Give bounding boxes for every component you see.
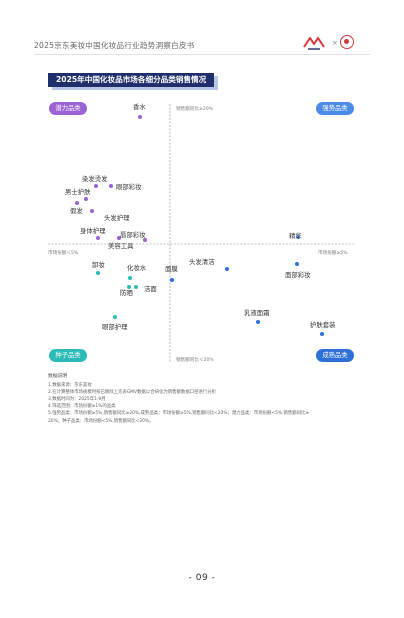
- category-label: 身体护理: [80, 227, 106, 235]
- category-label: 香水: [133, 103, 146, 111]
- category-label: 眼部彩妆: [116, 183, 142, 191]
- category-point: [74, 200, 80, 206]
- category-point: [169, 277, 175, 283]
- quadrant-badge-strong: 强势品类: [316, 102, 354, 115]
- category-point: [95, 235, 101, 241]
- category-label: 美容工具: [108, 242, 134, 250]
- category-point: [127, 275, 133, 281]
- category-point: [133, 284, 139, 290]
- note-line: 4.筛选范围：市场份额≥1%的品类: [48, 404, 116, 410]
- category-label: 男士护肤: [65, 188, 91, 196]
- page-number: - 09 -: [188, 573, 216, 583]
- section-title: 2025年中国化妆品市场各细分品类销售情况: [48, 73, 215, 87]
- quadrant-badge-mature: 成熟品类: [316, 349, 354, 362]
- category-label: 眼部护理: [102, 323, 128, 331]
- category-point: [93, 183, 99, 189]
- category-label: 护肤套装: [310, 321, 336, 329]
- category-label: 防晒: [120, 289, 133, 297]
- quadrant-badge-potential: 潜力品类: [49, 102, 87, 115]
- logo-separator: ×: [332, 39, 338, 47]
- data-notes: 数据说明 1.数据来源：京东美妆 2.在计算整体市场规模时按已剔除上克表GMV数…: [48, 372, 368, 425]
- category-point: [255, 319, 261, 325]
- header-title: 2025京东美妆中国化妆品行业趋势洞察白皮书: [34, 41, 195, 50]
- category-label: 假发: [70, 207, 83, 215]
- category-point: [95, 270, 101, 276]
- category-point: [112, 314, 118, 320]
- category-point: [224, 266, 230, 272]
- category-label: 面部彩妆: [285, 271, 311, 279]
- category-label: 卸妆: [92, 261, 105, 269]
- axis-label-right: 市场份额≥5%: [318, 251, 348, 256]
- note-line: 20%；种子品类：市场份额<5%,销售额同比<20%。: [48, 418, 154, 424]
- jd-beauty-logo: [303, 37, 325, 50]
- note-line: 5.强势品类：市场份额≥5%,销售额同比≥20%,成熟品类：市场份额≥5%,销售…: [48, 411, 310, 417]
- notes-title: 数据说明: [48, 374, 68, 379]
- axis-label-left: 市场份额＜5%: [48, 251, 79, 256]
- category-label: 精华: [289, 232, 302, 240]
- note-line: 2.在计算整体市场规模时按已剔除上克表GMV数据以合研化为销售额数据口径进行分析: [48, 389, 217, 395]
- category-point: [295, 234, 301, 240]
- category-point: [142, 237, 148, 243]
- note-line: 1.数据来源：京东美妆: [48, 382, 92, 388]
- category-label: 洁面: [144, 285, 157, 293]
- category-point: [83, 196, 89, 202]
- category-point: [126, 284, 132, 290]
- quadrant-badge-seed: 种子品类: [49, 349, 87, 362]
- category-label: 化妆水: [127, 264, 147, 272]
- category-label: 面膜: [165, 265, 178, 273]
- axis-label-top: 销售额同比≥20%: [176, 107, 214, 112]
- category-point: [319, 331, 325, 337]
- category-point: [89, 208, 95, 214]
- seal-logo: [340, 35, 354, 49]
- header-logos: ×: [300, 33, 372, 53]
- category-label: 唇部彩妆: [120, 231, 146, 239]
- axis-label-bottom: 销售额同比＜20%: [176, 358, 214, 363]
- category-point: [294, 261, 300, 267]
- category-point: [108, 183, 114, 189]
- note-line: 3.数据时间为：2025年1-9月: [48, 396, 106, 402]
- category-point: [137, 114, 143, 120]
- category-label: 头发护理: [104, 214, 130, 222]
- category-label: 染发烫发: [82, 175, 108, 183]
- header-divider: [34, 54, 370, 55]
- category-label: 头发清洁: [189, 258, 215, 266]
- category-point: [116, 235, 122, 241]
- category-label: 乳液面霜: [244, 309, 270, 317]
